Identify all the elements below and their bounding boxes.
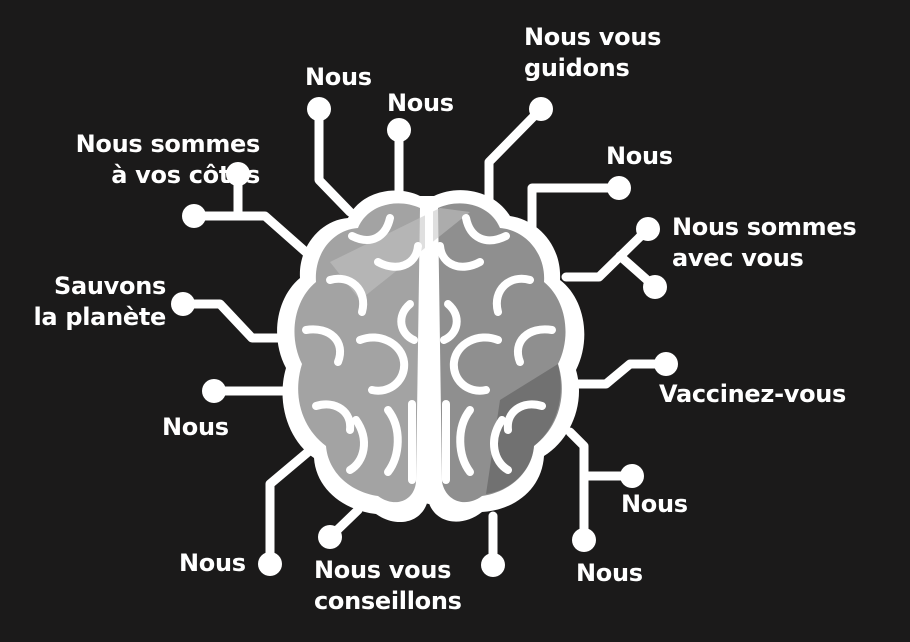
label-nous-right-top: Nous (606, 142, 673, 170)
dot-icon (318, 525, 342, 549)
label-nous-right-bottom: Nous (621, 490, 688, 518)
label-nous-top-1: Nous (305, 63, 372, 91)
dot-icon (636, 217, 660, 241)
connector-l11 (570, 359, 671, 389)
connector-l5 (314, 104, 355, 217)
connector-l8 (484, 104, 546, 205)
brain-shadow (486, 364, 561, 494)
dot-icon (643, 275, 667, 299)
brain-right-hemisphere (438, 203, 566, 503)
label-nous-left: Nous (162, 413, 229, 441)
brain-folds (302, 196, 556, 504)
dot-icon (202, 379, 226, 403)
dot-icon (572, 528, 596, 552)
label-vaccinez-vous: Vaccinez-vous (659, 380, 847, 408)
dot-icon (258, 552, 282, 576)
dot-icon (387, 118, 411, 142)
connector-l2 (178, 299, 293, 343)
dot-icon (654, 352, 678, 376)
dot-icon (171, 292, 195, 316)
dot-icon (620, 464, 644, 488)
dot-icon (307, 97, 331, 121)
dot-icon (481, 553, 505, 577)
dot-icon (226, 162, 250, 186)
brain-highlight (330, 208, 470, 300)
dot-icon (607, 176, 631, 200)
connector-l9 (527, 183, 624, 241)
connector-l10 (561, 224, 653, 282)
connector-dots (171, 97, 678, 577)
brain-left-hemisphere (294, 203, 420, 503)
label-nous-top-2: Nous (387, 89, 454, 117)
dot-icon (529, 97, 553, 121)
connector-l1 (189, 211, 313, 259)
connector-l4 (265, 447, 313, 569)
connector-l13 (565, 427, 589, 545)
label-nous-bottom-left: Nous (179, 549, 246, 577)
label-nous-bottom-right: Nous (576, 559, 643, 587)
dot-icon (182, 204, 206, 228)
